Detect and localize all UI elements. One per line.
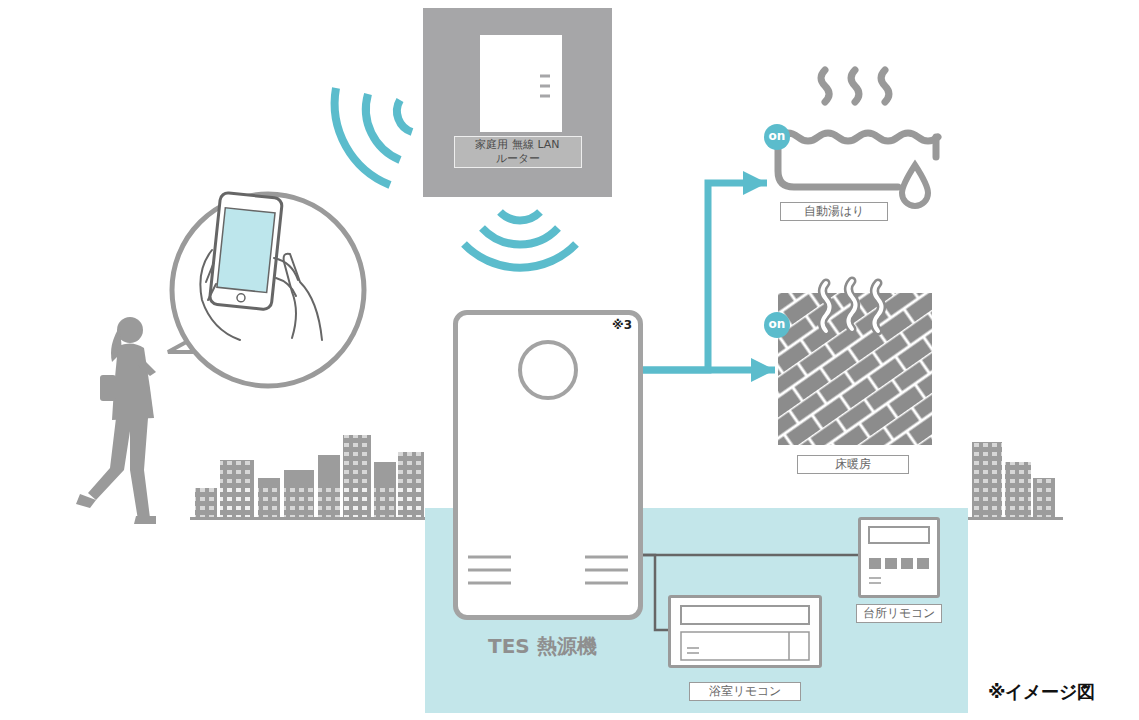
drawing-part (778, 137, 898, 187)
drawing-part (464, 244, 576, 268)
drawing-part (398, 452, 424, 519)
wireless-router: 家庭用 無線 LAN ルーター (423, 8, 612, 197)
drawing-part (480, 35, 562, 132)
node-label: ※3 (612, 318, 632, 332)
drawing-part (902, 165, 928, 206)
signal-wire (643, 554, 858, 557)
drawing-part (681, 606, 809, 624)
drawing-part (112, 343, 154, 420)
drawing-part (343, 435, 371, 519)
drawing-part (206, 262, 216, 300)
image-note: ※イメージ図 (988, 680, 1096, 704)
bathroom-remote: 浴室リモコン (668, 595, 822, 668)
city-right (968, 442, 1063, 520)
drawing-part (200, 250, 322, 340)
drawing-part (482, 228, 558, 245)
drawing-part (687, 648, 699, 653)
wireless-router-drawing (423, 8, 612, 197)
bathroom-remote-drawing (671, 598, 819, 665)
drawing-part (823, 281, 882, 331)
drawing-part (190, 517, 425, 520)
drawing-part (681, 632, 809, 660)
drawing-part (335, 88, 390, 185)
drawing-part (968, 517, 1063, 520)
node-label: 浴室リモコン (689, 682, 801, 701)
drawing-part (869, 578, 881, 583)
drawing-part (520, 342, 576, 398)
node-label: 床暖房 (797, 455, 909, 474)
drawing-part (885, 558, 897, 569)
drawing-part (209, 192, 282, 310)
auto-bath-icon: 自動湯はり (770, 65, 945, 200)
floor-heating-icon-drawing (778, 293, 932, 445)
on-badge: on (764, 312, 790, 338)
drawing-part (972, 442, 1055, 519)
drawing-part (88, 418, 132, 500)
drawing-part (540, 76, 550, 96)
tes-heat-source-unit-drawing (458, 315, 638, 615)
kitchen-remote: 台所リモコン (858, 517, 940, 598)
node-label: 台所リモコン (856, 604, 942, 623)
drawing-part (136, 356, 156, 376)
smartphone-bubble (168, 192, 364, 386)
drawing-part (500, 212, 540, 220)
kitchen-remote-drawing (861, 520, 937, 595)
drawing-part (468, 557, 628, 583)
drawing-part (76, 494, 96, 508)
drawing-part (821, 70, 889, 102)
drawing-part (397, 100, 412, 132)
drawing-part (933, 137, 940, 157)
signal-wire (643, 555, 668, 630)
node-label: TES 熱源機 (488, 633, 597, 660)
drawing-part (217, 208, 275, 293)
drawing-part (220, 460, 254, 519)
drawing-part (343, 435, 371, 519)
drawing-part (220, 460, 254, 519)
supply-arrow (643, 183, 767, 370)
on-badge: on (764, 124, 790, 150)
node-label: 家庭用 無線 LAN ルーター (454, 136, 582, 168)
drawing-part (823, 281, 882, 331)
drawing-part (869, 527, 929, 543)
drawing-part (398, 452, 424, 519)
drawing-part (366, 94, 400, 160)
drawing-part (284, 254, 322, 340)
drawing-part (200, 250, 240, 340)
auto-bath-icon-drawing (770, 65, 945, 200)
drawing-part (901, 558, 913, 569)
person-silhouette (76, 317, 156, 524)
city-left (190, 435, 425, 520)
drawing-part (869, 558, 881, 569)
drawing-part (134, 516, 156, 524)
drawing-part (209, 192, 282, 310)
floor-heating-icon: 床暖房 (778, 293, 932, 445)
supply-arrow (643, 367, 775, 374)
drawing-part (100, 375, 116, 401)
drawing-part (130, 418, 150, 520)
drawing-part (823, 281, 882, 331)
drawing-part (778, 133, 938, 141)
drawing-part (237, 293, 246, 302)
drawing-part (917, 558, 929, 569)
tes-heat-source-unit: ※3TES 熱源機 (453, 310, 643, 620)
node-label: 自動湯はり (780, 202, 888, 221)
